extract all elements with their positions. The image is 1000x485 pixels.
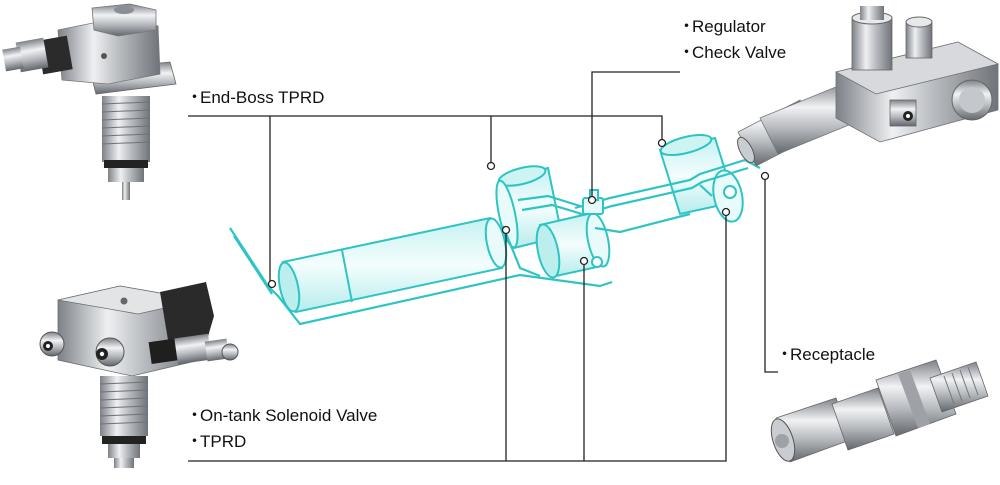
end-boss-tprd-text: End-Boss TPRD — [200, 88, 325, 107]
bullet: ・ — [678, 43, 695, 62]
check-valve-text: Check Valve — [692, 43, 787, 62]
tprd-text: TPRD — [200, 432, 247, 451]
bullet: ・ — [186, 406, 203, 425]
receptacle-fitting-icon — [770, 359, 989, 463]
regulator-text: Regulator — [692, 17, 766, 36]
on-tank-solenoid-valve-text: On-tank Solenoid Valve — [200, 406, 378, 425]
label-end-boss-tprd: ・End-Boss TPRD — [186, 88, 324, 108]
solenoid-block-icon — [39, 282, 239, 468]
bullet: ・ — [186, 432, 203, 451]
label-regulator: ・Regulator — [678, 17, 766, 37]
tank-assembly — [229, 134, 761, 326]
leader-dots — [267, 138, 770, 289]
receptacle-text: Receptacle — [790, 345, 876, 364]
long-tank — [277, 216, 508, 314]
label-check-valve: ・Check Valve — [678, 43, 786, 63]
bullet: ・ — [186, 88, 203, 107]
mid-tank-2 — [535, 211, 611, 279]
bullet: ・ — [678, 17, 695, 36]
right-tank — [658, 134, 744, 223]
label-tprd: ・TPRD — [186, 432, 246, 452]
label-receptacle: ・Receptacle — [776, 345, 875, 365]
regulator-block-icon — [737, 6, 1000, 167]
leader-lines — [188, 71, 778, 462]
bullet: ・ — [776, 345, 793, 364]
label-on-tank-solenoid-valve: ・On-tank Solenoid Valve — [186, 406, 377, 426]
tprd-valve-icon — [2, 3, 177, 200]
